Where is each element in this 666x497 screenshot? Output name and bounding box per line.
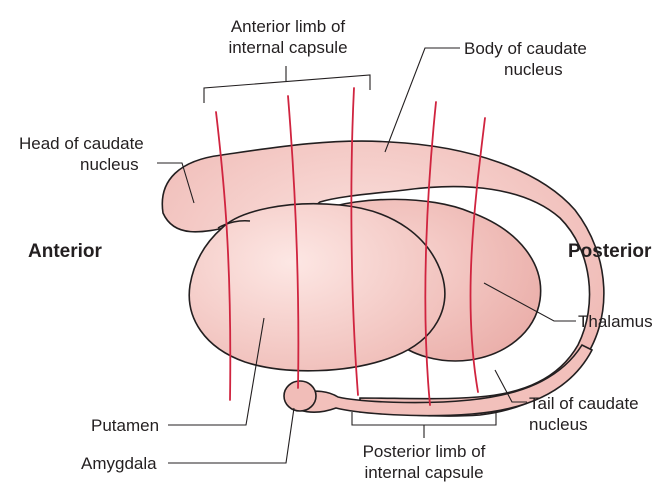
- label-thalamus: Thalamus: [578, 312, 653, 331]
- label-posterior-limb-line1: Posterior limb of: [363, 442, 486, 461]
- label-posterior-limb-line2: internal capsule: [364, 463, 483, 482]
- anterior-limb-bracket: [203, 66, 371, 103]
- label-anterior: Anterior: [28, 241, 103, 262]
- label-head-caudate-line2: nucleus: [80, 155, 139, 174]
- label-anterior-limb-line1: Anterior limb of: [231, 17, 346, 36]
- leader-putamen: [168, 317, 265, 426]
- leader-thalamus: [483, 282, 576, 322]
- posterior-limb-bracket: [351, 412, 497, 438]
- leader-tail-caudate: [494, 369, 527, 403]
- leader-amygdala: [168, 407, 295, 464]
- label-head-caudate-line1: Head of caudate: [19, 134, 144, 153]
- label-amygdala: Amygdala: [81, 454, 157, 473]
- capsule-fiber-4: [424, 101, 437, 406]
- leader-head-caudate: [157, 162, 195, 204]
- label-posterior: Posterior: [568, 241, 652, 262]
- label-tail-caudate-line1: Tail of caudate: [529, 394, 639, 413]
- label-putamen: Putamen: [91, 416, 159, 435]
- amygdala-shape: [283, 380, 317, 412]
- label-anterior-limb-line2: internal capsule: [228, 38, 347, 57]
- label-body-caudate-line1: Body of caudate: [464, 39, 587, 58]
- capsule-fiber-1: [215, 111, 232, 401]
- caudate-tail-shape: [299, 343, 594, 417]
- label-body-caudate-line2: nucleus: [504, 60, 563, 79]
- capsule-fiber-3: [350, 87, 359, 396]
- head-groove: [217, 219, 251, 229]
- label-tail-caudate-line2: nucleus: [529, 415, 588, 434]
- capsule-fiber-5: [469, 117, 486, 393]
- putamen-shape: [188, 202, 446, 372]
- leader-body-caudate: [384, 47, 460, 153]
- capsule-fiber-2: [287, 95, 300, 389]
